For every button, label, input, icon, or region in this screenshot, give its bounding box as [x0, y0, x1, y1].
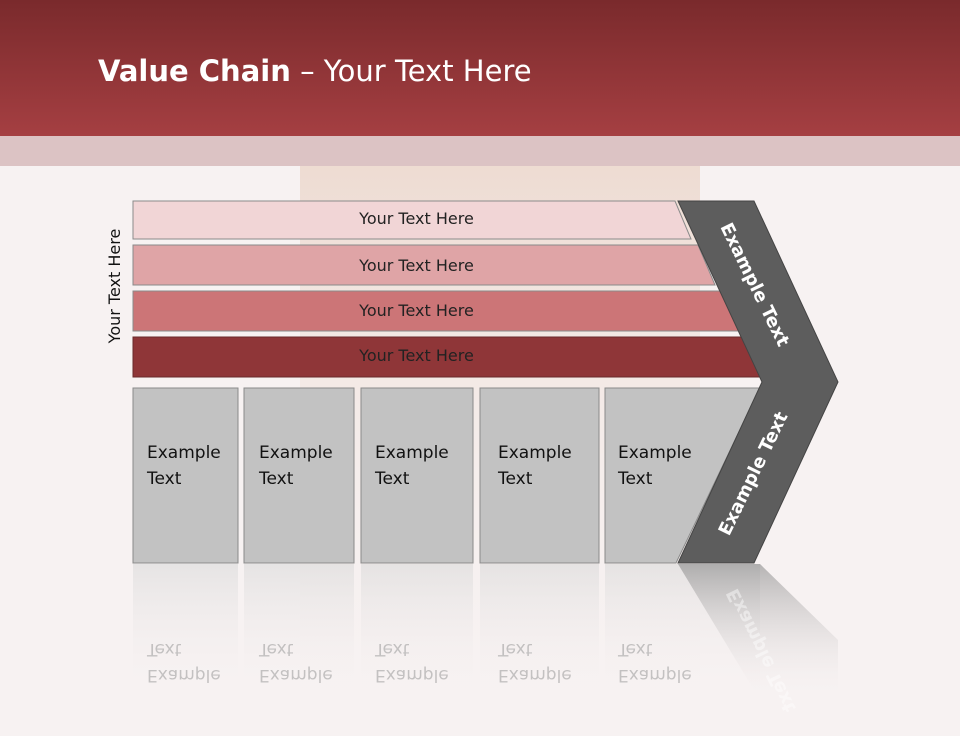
vertical-side-label: Your Text Here	[105, 228, 124, 344]
title-rest: – Your Text Here	[290, 54, 532, 88]
title-bold: Value Chain	[98, 54, 291, 88]
slide-title: Value Chain – Your Text Here	[98, 54, 532, 94]
row-label-3: Your Text Here	[359, 301, 474, 320]
box-shape-5	[604, 387, 761, 564]
row-label-2: Your Text Here	[359, 256, 474, 275]
box-shape-3	[360, 387, 474, 564]
box-reflections	[133, 564, 838, 700]
box-shape-1	[132, 387, 239, 564]
box-shape-4	[479, 387, 600, 564]
value-chain-diagram	[132, 166, 839, 720]
row-label-4: Your Text Here	[359, 346, 474, 365]
header-band	[0, 136, 960, 166]
box-shape-2	[243, 387, 355, 564]
row-shape-1	[132, 200, 692, 240]
row-shape-2	[132, 244, 716, 286]
row-label-1: Your Text Here	[359, 209, 474, 228]
chevron-arrow	[677, 200, 839, 564]
header-bar	[0, 0, 960, 136]
